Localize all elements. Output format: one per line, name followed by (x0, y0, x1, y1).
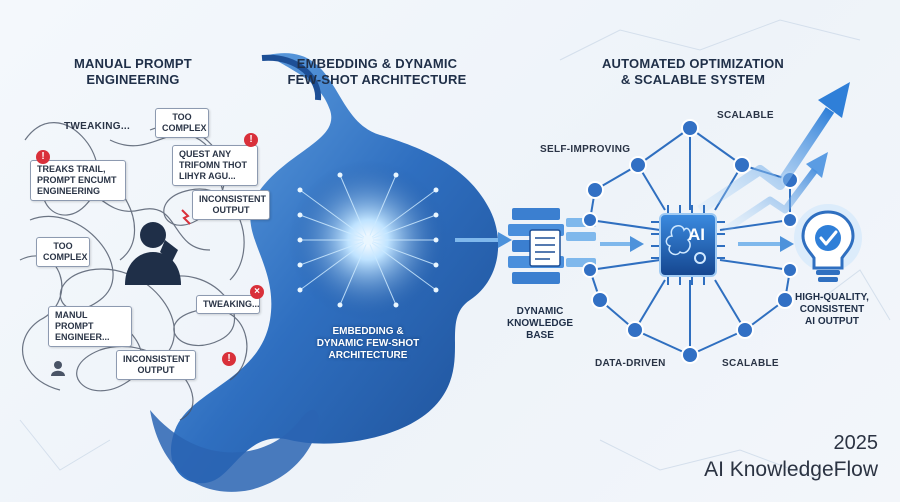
brand-year: 2025 (833, 432, 879, 454)
note-tweaking-bottom: TWEAKING... (196, 295, 260, 314)
frustrated-person-icon (125, 222, 181, 285)
ai-chip-icon (651, 205, 725, 285)
arrow-to-output (738, 236, 794, 252)
note-inconsistent-bottom: INCONSISTENT OUTPUT (116, 350, 196, 380)
note-tweaking-top: TWEAKING... (64, 121, 131, 132)
embedding-network-lines (299, 174, 437, 306)
label-scalable-top: SCALABLE (717, 110, 774, 121)
output-label: HIGH-QUALITY, CONSISTENT AI OUTPUT (795, 292, 869, 327)
warning-icon: ! (222, 352, 236, 366)
note-inconsistent-right: INCONSISTENT OUTPUT (192, 190, 270, 220)
label-scalable-bottom: SCALABLE (722, 358, 779, 369)
warning-icon: ! (36, 150, 50, 164)
note-too-complex-left: TOO COMPLEX (36, 237, 90, 267)
system-network-nodes (582, 119, 799, 364)
label-self-improving: SELF-IMPROVING (540, 144, 631, 155)
user-icon (51, 361, 65, 376)
arrow-to-chip (600, 236, 644, 252)
growth-arrows-icon (697, 82, 850, 233)
knowledge-base-icon (508, 208, 596, 284)
brand-name: AI KnowledgeFlow (704, 458, 878, 481)
chip-ai-label: AI (688, 225, 705, 244)
note-too-complex-top: TOO COMPLEX (155, 108, 209, 138)
note-quest: QUEST ANY TRIFOMN THOT LIHYR AGU... (172, 145, 258, 186)
note-manul: MANUL PROMPT ENGINEER... (48, 306, 132, 347)
embedding-inner-label: EMBEDDING & DYNAMIC FEW-SHOT ARCHITECTUR… (316, 326, 420, 361)
close-icon: × (250, 285, 264, 299)
note-treaks: TREAKS TRAIL, PROMPT ENCUMT ENGINEERING (30, 160, 126, 201)
warning-icon: ! (244, 133, 258, 147)
knowledge-base-label: DYNAMIC KNOWLEDGE BASE (506, 306, 574, 341)
background-network (19, 19, 891, 481)
manual-section-title: MANUAL PROMPT ENGINEERING (74, 56, 192, 87)
lightbulb-icon (794, 204, 862, 282)
embedding-section-title: EMBEDDING & DYNAMIC FEW-SHOT ARCHITECTUR… (287, 56, 467, 87)
arrow-to-knowledge-base (455, 232, 512, 248)
automated-section-title: AUTOMATED OPTIMIZATION & SCALABLE SYSTEM (601, 56, 785, 87)
label-data-driven: DATA-DRIVEN (595, 358, 666, 369)
